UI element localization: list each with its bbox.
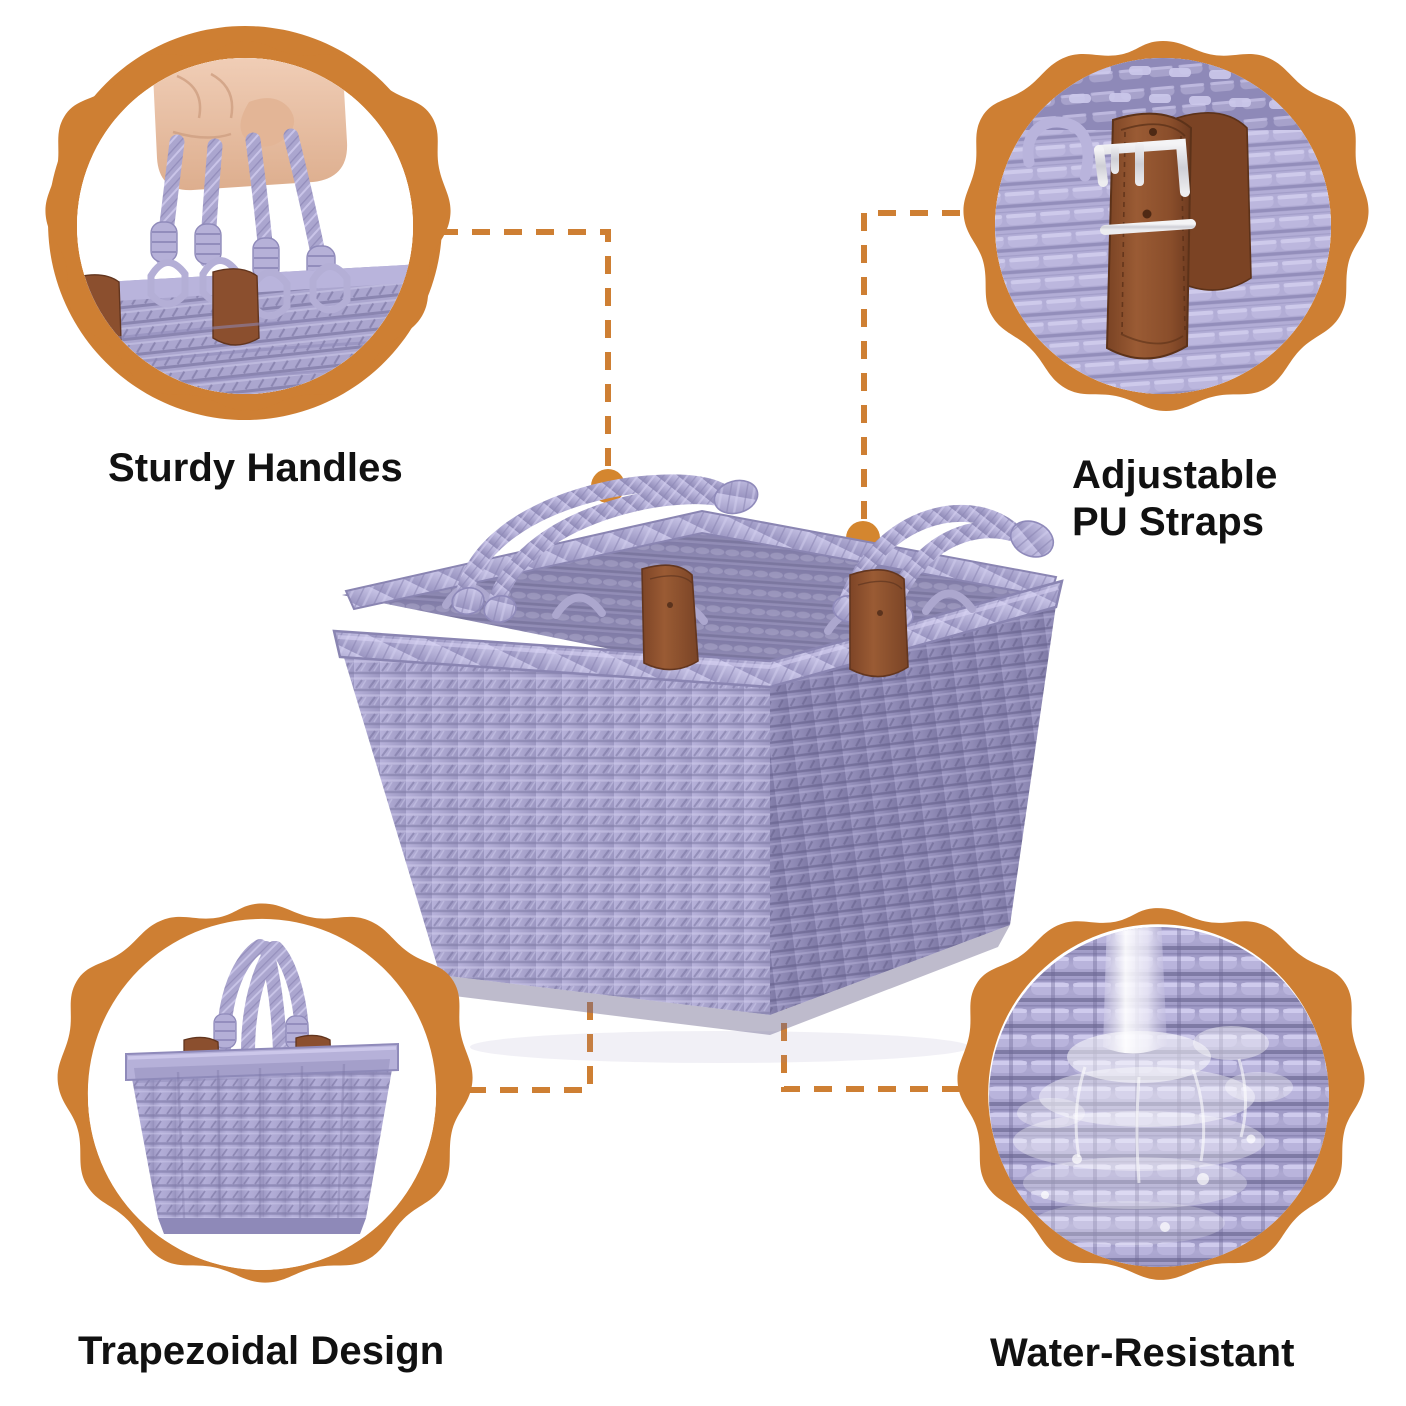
- basket-side-body: [130, 1058, 394, 1218]
- basket-rim: [125, 1042, 399, 1082]
- buckle-icon: [1094, 138, 1196, 249]
- feature-label-pu-straps: Adjustable PU Straps: [1072, 453, 1278, 545]
- strap-tail-icon: [1176, 112, 1252, 291]
- hand-holding-handles-photo: [77, 58, 413, 394]
- callout-adjustable-pu-straps[interactable]: [958, 18, 1369, 428]
- water-stream-icon: [1103, 927, 1167, 1054]
- d-ring-icon: [1022, 116, 1094, 182]
- water-droplet-trails-icon: [1074, 1058, 1248, 1184]
- hero-product-image: [250, 455, 1130, 1075]
- basket-front-face: [342, 651, 770, 1015]
- pu-strap-right: [849, 569, 909, 678]
- callout-sturdy-handles[interactable]: [40, 18, 451, 428]
- pu-strap-left: [641, 564, 699, 671]
- leather-strap-icon: [1105, 112, 1193, 360]
- callout-water-resistant[interactable]: [952, 885, 1365, 1297]
- feature-label-trapezoidal: Trapezoidal Design: [78, 1329, 445, 1373]
- leather-buckle-strap-photo: [995, 58, 1331, 394]
- water-pouring-weave-photo: [989, 927, 1329, 1267]
- feature-label-sturdy-handles: Sturdy Handles: [108, 446, 403, 490]
- basket-side-face: [770, 605, 1056, 1015]
- buckle-prong-icon: [1111, 142, 1144, 186]
- basket-front-rim: [332, 579, 1064, 689]
- water-droplets-icon: [1041, 1134, 1256, 1232]
- basket-side-profile-photo: [88, 922, 436, 1270]
- connector-sturdy-handles: [440, 229, 611, 478]
- callout-trapezoidal-design[interactable]: [52, 880, 473, 1300]
- feature-label-water-resistant: Water-Resistant: [990, 1331, 1295, 1375]
